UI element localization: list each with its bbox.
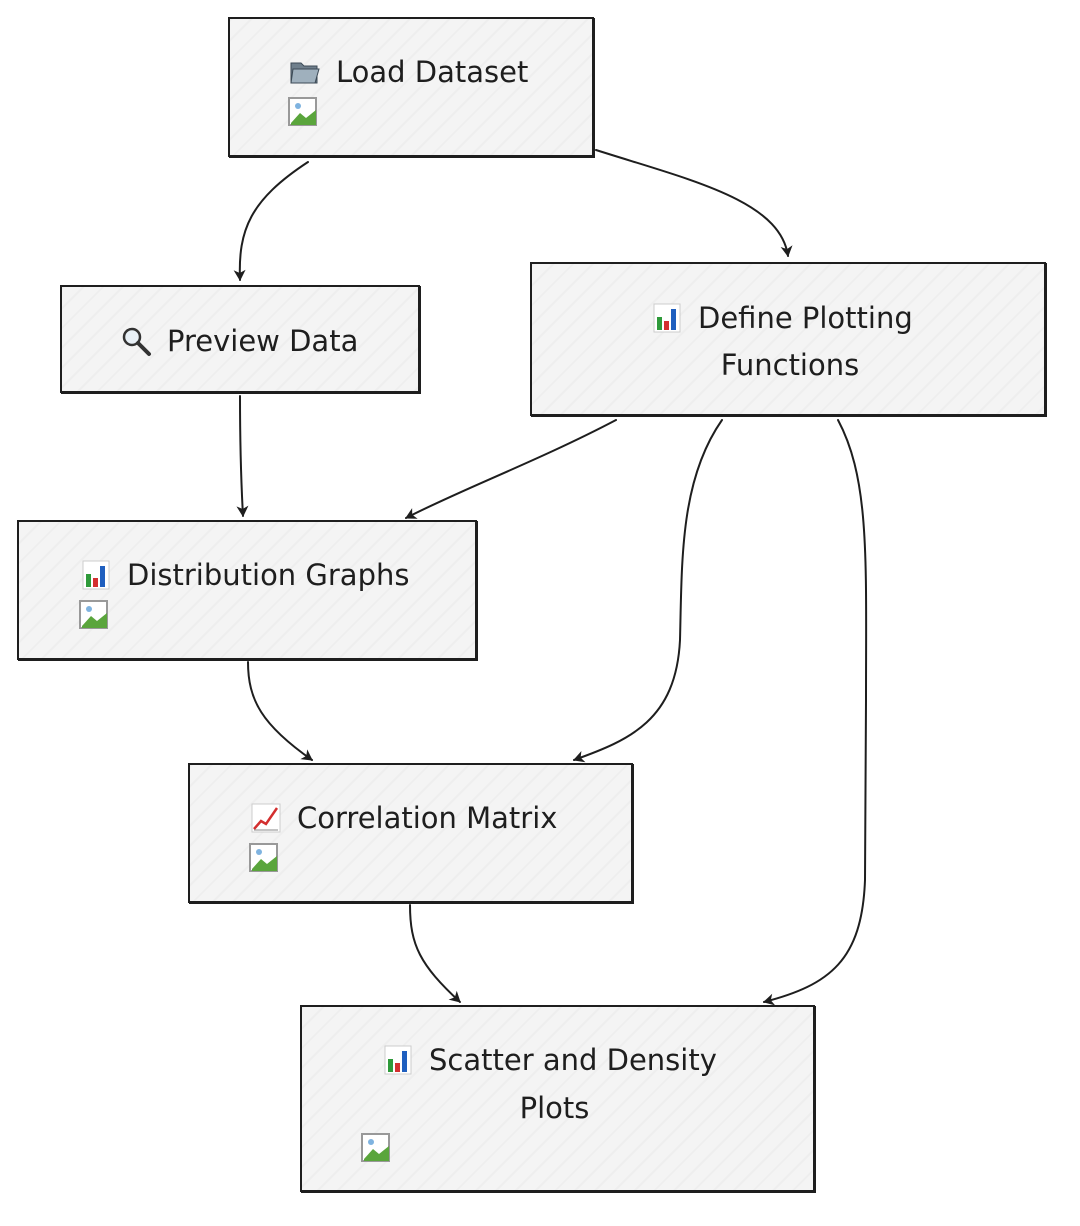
node-label: Load Dataset [336,55,529,89]
bar-chart-icon [650,301,684,335]
broken-image-icon [361,1133,390,1162]
edge-define-to-correlation [573,419,723,763]
broken-image-icon [249,843,278,872]
node-label-line1: Scatter and Density [429,1043,717,1077]
edge-distribution-to-correlation [247,661,313,761]
edge-define-to-distribution [405,419,617,519]
node-scatter-density-plots[interactable]: Scatter and Density Plots [300,1005,815,1192]
broken-image-icon [288,97,317,126]
node-label: Correlation Matrix [297,801,558,835]
node-define-plotting-functions[interactable]: Define Plotting Functions [530,262,1046,416]
line-chart-icon [249,801,283,835]
node-label: Distribution Graphs [127,558,410,592]
folder-icon [288,55,322,89]
broken-image-icon [79,600,108,629]
edge-load-to-define [595,149,793,257]
node-label-line2: Plots [519,1091,590,1125]
node-label: Preview Data [167,324,359,358]
node-load-dataset[interactable]: Load Dataset [228,17,594,157]
node-label-line1: Define Plotting [698,301,913,335]
edge-define-to-scatter [763,419,868,1006]
edge-correlation-to-scatter [409,904,461,1003]
node-correlation-matrix[interactable]: Correlation Matrix [188,763,633,903]
node-label-line2: Functions [720,348,860,382]
edge-load-to-preview [233,161,309,281]
node-distribution-graphs[interactable]: Distribution Graphs [17,520,477,660]
edge-preview-to-distribution [236,395,249,517]
magnifier-icon [119,324,153,358]
bar-chart-icon [381,1043,415,1077]
node-preview-data[interactable]: Preview Data [60,285,420,393]
bar-chart-icon [79,558,113,592]
